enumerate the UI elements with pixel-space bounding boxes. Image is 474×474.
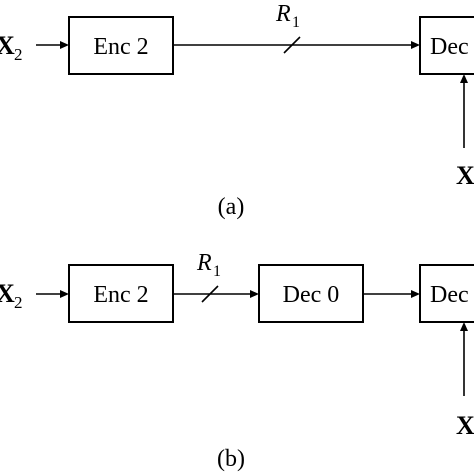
relay-decoder-label-b: Dec 0 [283,282,340,308]
encoder-label-b: Enc 2 [93,282,148,308]
decoder-block-b [419,264,474,323]
caption-a: (a) [218,194,245,220]
diagram-b: X 2 Enc 2 R 1 Dec 0 Dec X (b) [0,250,474,472]
side-info-label-a: X [456,161,474,190]
input-arrowhead-b [60,290,69,298]
rate-subscript-a: 1 [292,14,300,31]
rate-label-a: R [275,1,291,27]
input-x-subscript-a: 2 [14,45,23,64]
input-x-label-a: X [0,31,15,60]
side-info-label-b: X [456,411,474,440]
rate-subscript-b: 1 [213,263,221,280]
diagram-a: X 2 Enc 2 R 1 Dec X (a) [0,1,474,220]
encoder-block-b [68,264,174,323]
channel-arrowhead-b [250,290,259,298]
rate-slash-a [283,36,301,54]
input-x-label-b: X [0,279,15,308]
decoder-block-a [419,16,474,75]
input-arrowhead-a [60,41,69,49]
rate-slash-b [201,285,219,303]
channel-arrowhead-a [411,41,420,49]
caption-b: (b) [217,446,245,472]
decoder-label-a: Dec [430,34,469,60]
decoder-label-b: Dec [430,282,469,308]
rate-label-b: R [196,250,212,276]
side-info-arrowhead-b [460,322,468,331]
input-x-subscript-b: 2 [14,293,23,312]
side-info-arrowhead-a [460,74,468,83]
encoder-label-a: Enc 2 [93,34,148,60]
relay-arrowhead-b [411,290,420,298]
